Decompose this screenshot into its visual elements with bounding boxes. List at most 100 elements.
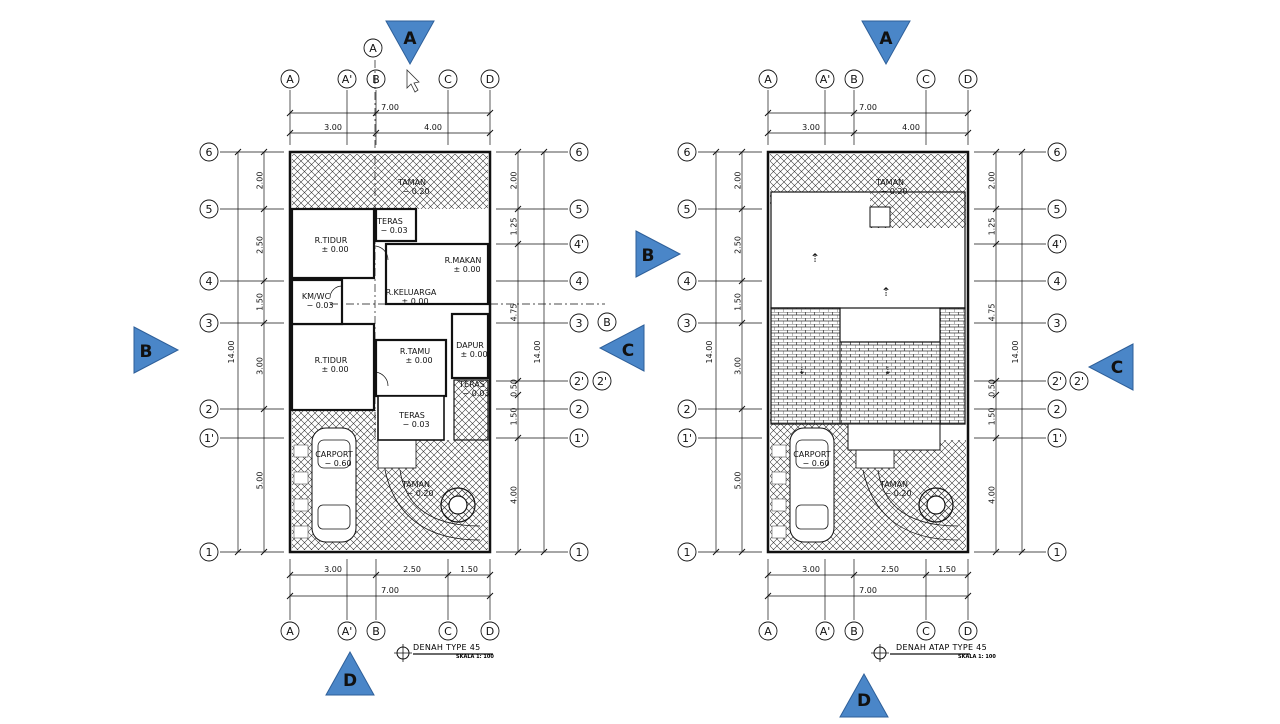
section-bubble-2prime-roof: 2': [1074, 375, 1084, 388]
grid-row-left-5: 1': [682, 432, 692, 445]
section-marker-d-right-triangle: [839, 672, 889, 718]
grid-row-left-4: 2: [684, 403, 691, 416]
grid-row-left-0: 6: [206, 146, 213, 159]
dim-right-4: 1.50: [988, 408, 997, 426]
room-level-0: − 0.20: [402, 187, 429, 196]
grid-row-left-0-circle: [199, 142, 219, 162]
room-level-10: − 0.03: [402, 420, 429, 429]
room-label-4: KM/WC: [302, 292, 331, 301]
grid-row-right-8-circle: [1047, 542, 1067, 562]
grid-row-left-6-circle: [199, 542, 219, 562]
grid-row-left-1: 5: [206, 203, 213, 216]
plan-2-scale: SKALA 1: 100: [958, 654, 996, 660]
room-level-1: − 0.03: [380, 226, 407, 235]
dim-left-1: 2.50: [734, 236, 743, 254]
room-level-11: − 0.60: [324, 459, 351, 468]
grid-col-bottom-3: C: [444, 625, 452, 638]
grid-row-right-3-circle: [569, 271, 589, 291]
grid-row-right-8: 1: [1054, 546, 1061, 559]
grid-row-right-5-circle: [1047, 371, 1067, 391]
dim-bottom-a: 3.00: [802, 565, 820, 574]
grid-row-right-7: 1': [574, 432, 584, 445]
grid-row-right-0-circle: [569, 142, 589, 162]
grid-col-top-3: C: [922, 73, 930, 86]
section-marker-a-left-triangle: [385, 20, 435, 66]
slope-arrow-2: ⇡: [881, 285, 891, 299]
room-label-5: R.KELUARGA: [386, 288, 437, 297]
slope-arrow-1: ⇡: [810, 251, 820, 265]
grid-row-right-6-circle: [569, 399, 589, 419]
grid-col-top-4: D: [486, 73, 494, 86]
dim-bottom-c: 1.50: [460, 565, 478, 574]
dim-top-total: 7.00: [381, 103, 399, 112]
grid-col-top-1: A': [820, 73, 831, 86]
grid-col-bottom-3-circle: [438, 621, 458, 641]
dim-left-total: 14.00: [227, 341, 236, 364]
dim-top-total: 7.00: [859, 103, 877, 112]
grid-col-top-1: A': [342, 73, 353, 86]
grid-row-right-2: 4': [574, 238, 584, 251]
dim-left-3: 3.00: [256, 357, 265, 375]
grid-row-right-7-circle: [569, 428, 589, 448]
section-marker-a-left: A: [403, 29, 417, 49]
plan-2-title: DENAH ATAP TYPE 45: [896, 643, 987, 652]
roof-level-2: − 0.20: [884, 489, 911, 498]
dim-top-right: 4.00: [902, 123, 920, 132]
grid-col-bottom-2-circle: [366, 621, 386, 641]
grid-row-left-4-circle: [677, 399, 697, 419]
section-bubble-b: B: [603, 316, 611, 329]
room-label-9: TERAS: [458, 380, 485, 389]
grid-row-left-3-circle: [677, 313, 697, 333]
dim-left-3: 3.00: [734, 357, 743, 375]
grid-col-top-3-circle: [916, 69, 936, 89]
dim-bottom-b: 2.50: [403, 565, 421, 574]
grid-col-bottom-2: B: [850, 625, 858, 638]
dim-left-2: 1.50: [734, 293, 743, 311]
dim-right-4: 1.50: [510, 408, 519, 426]
grid-col-bottom-1-circle: [337, 621, 357, 641]
grid-col-bottom-0: A: [764, 625, 772, 638]
grid-col-bottom-4: D: [486, 625, 494, 638]
grid-row-left-5: 1': [204, 432, 214, 445]
grid-col-bottom-0: A: [286, 625, 294, 638]
room-label-3: R.MAKAN: [445, 256, 482, 265]
grid-row-right-1: 5: [576, 203, 583, 216]
grid-row-left-1-circle: [199, 199, 219, 219]
dim-left-total: 14.00: [705, 341, 714, 364]
section-marker-a-right-triangle: [861, 20, 911, 66]
dim-top-right: 4.00: [424, 123, 442, 132]
grid-row-right-7: 1': [1052, 432, 1062, 445]
room-label-2: R.TIDUR: [315, 236, 348, 245]
grid-row-left-2: 4: [684, 275, 691, 288]
section-marker-d-left-triangle: [325, 650, 375, 696]
section-marker-d-left: D: [343, 671, 357, 691]
grid-row-right-1: 5: [1054, 203, 1061, 216]
grid-row-left-3: 3: [206, 317, 213, 330]
grid-row-left-2-circle: [199, 271, 219, 291]
dim-right-2: 4.75: [510, 304, 519, 322]
grid-row-right-4: 3: [576, 317, 583, 330]
grid-row-right-5: 2': [1052, 375, 1062, 388]
grid-col-bottom-1-circle: [815, 621, 835, 641]
slope-arrow-3: ⇣: [798, 366, 806, 377]
dim-right-2: 4.75: [988, 304, 997, 322]
grid-row-left-3: 3: [684, 317, 691, 330]
roof-level-1: − 0.60: [802, 459, 829, 468]
grid-row-right-0: 6: [1054, 146, 1061, 159]
grid-col-bottom-0-circle: [758, 621, 778, 641]
grid-row-right-6: 2: [1054, 403, 1061, 416]
dim-right-5: 4.00: [988, 486, 997, 504]
grid-row-right-1-circle: [1047, 199, 1067, 219]
section-marker-d-right: D: [857, 691, 871, 711]
room-level-5: ± 0.00: [401, 297, 428, 306]
grid-row-right-3: 4: [1054, 275, 1061, 288]
grid-row-left-1: 5: [684, 203, 691, 216]
section-marker-b-right-triangle: [635, 230, 682, 278]
dim-bottom-total: 7.00: [381, 586, 399, 595]
room-label-6: R.TIDUR: [315, 356, 348, 365]
grid-row-right-5: 2': [574, 375, 584, 388]
room-level-3: ± 0.00: [453, 265, 480, 274]
grid-row-right-5-circle: [569, 371, 589, 391]
grid-col-top-4: D: [964, 73, 972, 86]
